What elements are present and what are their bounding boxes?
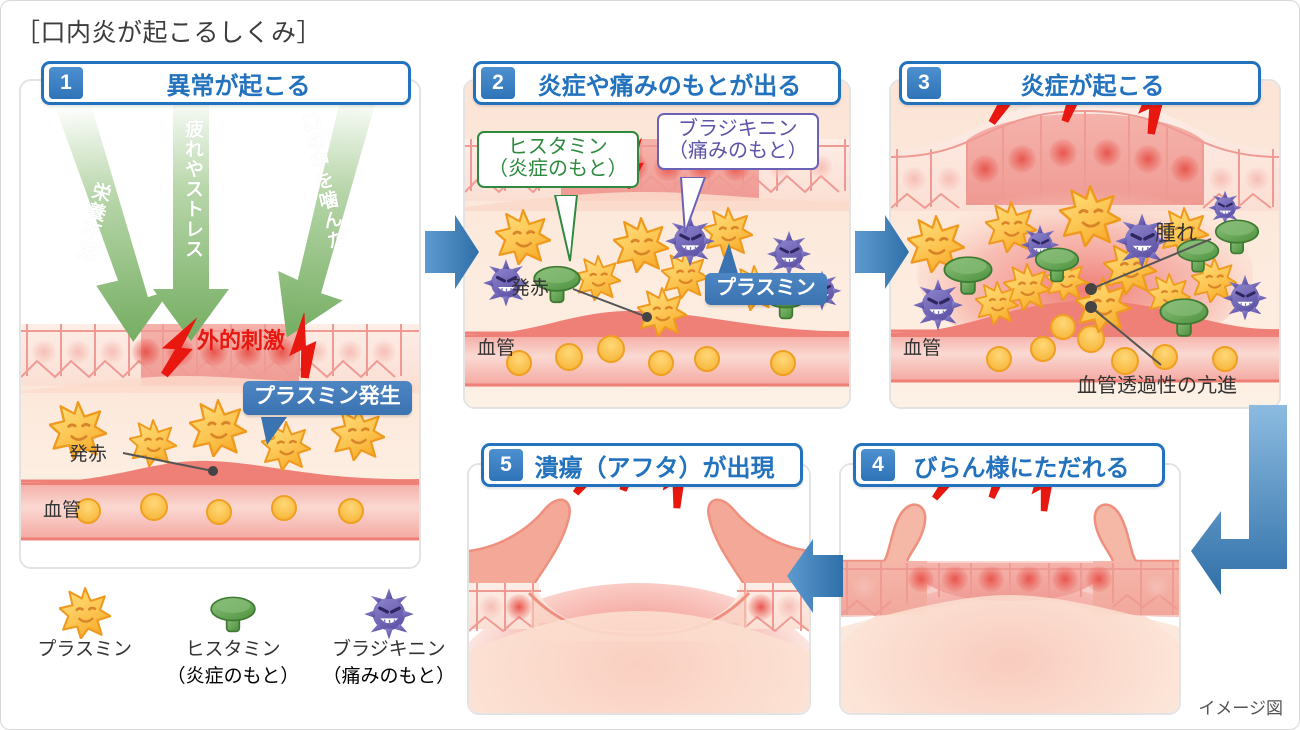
vessel-label-1: 血管 [43, 500, 82, 521]
legend-item-plasmin: プラスミン [15, 586, 155, 661]
bradykinin-virus-icon [311, 586, 466, 640]
cause-arrow-1 [54, 103, 169, 342]
image-note: イメージ図 [1198, 699, 1283, 718]
step-header-1[interactable]: 1 異常が起こる [41, 61, 411, 105]
step-number-4: 4 [861, 449, 895, 481]
histamine-mushroom-icon [158, 586, 308, 640]
panel-1-abnormality: 栄養不足 疲れやストレス 口の中を噛んだ 外的刺激 プラスミン発生 [19, 79, 421, 569]
step-number-3: 3 [907, 67, 941, 99]
swelling-label: 腫れ [1155, 222, 1197, 245]
bradykinin-callout-line2: （痛みのもと） [668, 140, 808, 163]
panel-4-erosion [839, 463, 1181, 715]
flow-arrow-1-to-2 [425, 215, 479, 289]
histamine-callout-line1: ヒスタミン [507, 136, 608, 158]
legend-label-plasmin: プラスミン [37, 639, 132, 660]
flow-arrow-3-to-4 [1191, 405, 1287, 595]
legend-item-bradykinin: ブラジキニン （痛みのもと） [311, 586, 466, 688]
step-title-4: びらん様にただれる [913, 454, 1130, 482]
plasmin-callout-2: プラスミン [705, 273, 827, 306]
step-number-1: 1 [49, 67, 83, 99]
histamine-callout-line2: （炎症のもと） [488, 158, 628, 181]
legend-label-bradykinin: ブラジキニン [332, 639, 446, 660]
panel-1-illustration [21, 324, 419, 541]
legend: プラスミン ヒスタミン （炎症のもと） ブラジキニン （痛みのもと） [13, 586, 468, 688]
shock-bolt-right [283, 313, 321, 379]
legend-item-histamine: ヒスタミン （炎症のもと） [158, 586, 308, 688]
step-title-1: 異常が起こる [166, 72, 311, 100]
cause-arrow-2 [153, 93, 229, 341]
shock-bolt-left [159, 313, 197, 379]
step-header-3[interactable]: 3 炎症が起こる [899, 61, 1261, 105]
panel-2-mediators-released: ヒスタミン （炎症のもと） ブラジキニン （痛みのもと） プラスミン [463, 79, 851, 409]
cause-arrow-3 [278, 94, 378, 338]
step-header-5[interactable]: 5 潰瘍（アフタ）が出現 [481, 443, 803, 487]
legend-sublabel-histamine: （炎症のもと） [166, 665, 300, 687]
bradykinin-callout-line1: ブラジキニン [678, 118, 798, 140]
histamine-callout-tail [553, 195, 579, 262]
step-title-3: 炎症が起こる [1020, 72, 1165, 100]
step-header-4[interactable]: 4 びらん様にただれる [853, 443, 1165, 487]
legend-label-histamine: ヒスタミン [185, 639, 281, 660]
plasmin-callout-tail [261, 417, 287, 445]
plasmin-generation-callout: プラスミン発生 [243, 381, 412, 415]
histamine-callout: ヒスタミン （炎症のもと） [477, 131, 639, 188]
vessel-label-2: 血管 [477, 338, 516, 359]
external-stimulus-label: 外的刺激 [197, 328, 286, 353]
step-number-2: 2 [481, 67, 515, 99]
bradykinin-callout: ブラジキニン （痛みのもと） [657, 113, 819, 170]
redness-label-2: 発赤 [511, 278, 550, 299]
plasmin-star-icon [15, 586, 155, 640]
step-number-5: 5 [489, 449, 523, 481]
flow-arrow-4-to-5 [787, 539, 843, 613]
step-header-2[interactable]: 2 炎症や痛みのもとが出る [473, 61, 841, 105]
step-title-5: 潰瘍（アフタ）が出現 [534, 454, 775, 482]
bradykinin-callout-tail [679, 177, 707, 234]
step-title-2: 炎症や痛みのもとが出る [537, 72, 802, 100]
cause-label-2: 疲れやストレス [182, 119, 203, 259]
redness-label-1: 発赤 [69, 444, 108, 465]
panel-3-illustration [891, 81, 1279, 407]
panel-5-ulcer [467, 463, 811, 715]
page-title: ［口内炎が起こるしくみ］ [15, 19, 323, 47]
plasmin-callout-2-tail [717, 243, 739, 277]
panel-4-illustration [841, 465, 1179, 713]
panel-3-inflammation: 腫れ 血管 血管透過性の亢進 [889, 79, 1281, 409]
permeability-label: 血管透過性の亢進 [1077, 375, 1237, 397]
vessel-label-3: 血管 [903, 338, 942, 359]
panel-5-illustration [469, 465, 809, 713]
legend-sublabel-bradykinin: （痛みのもと） [322, 665, 456, 687]
flow-arrow-2-to-3 [855, 215, 909, 289]
